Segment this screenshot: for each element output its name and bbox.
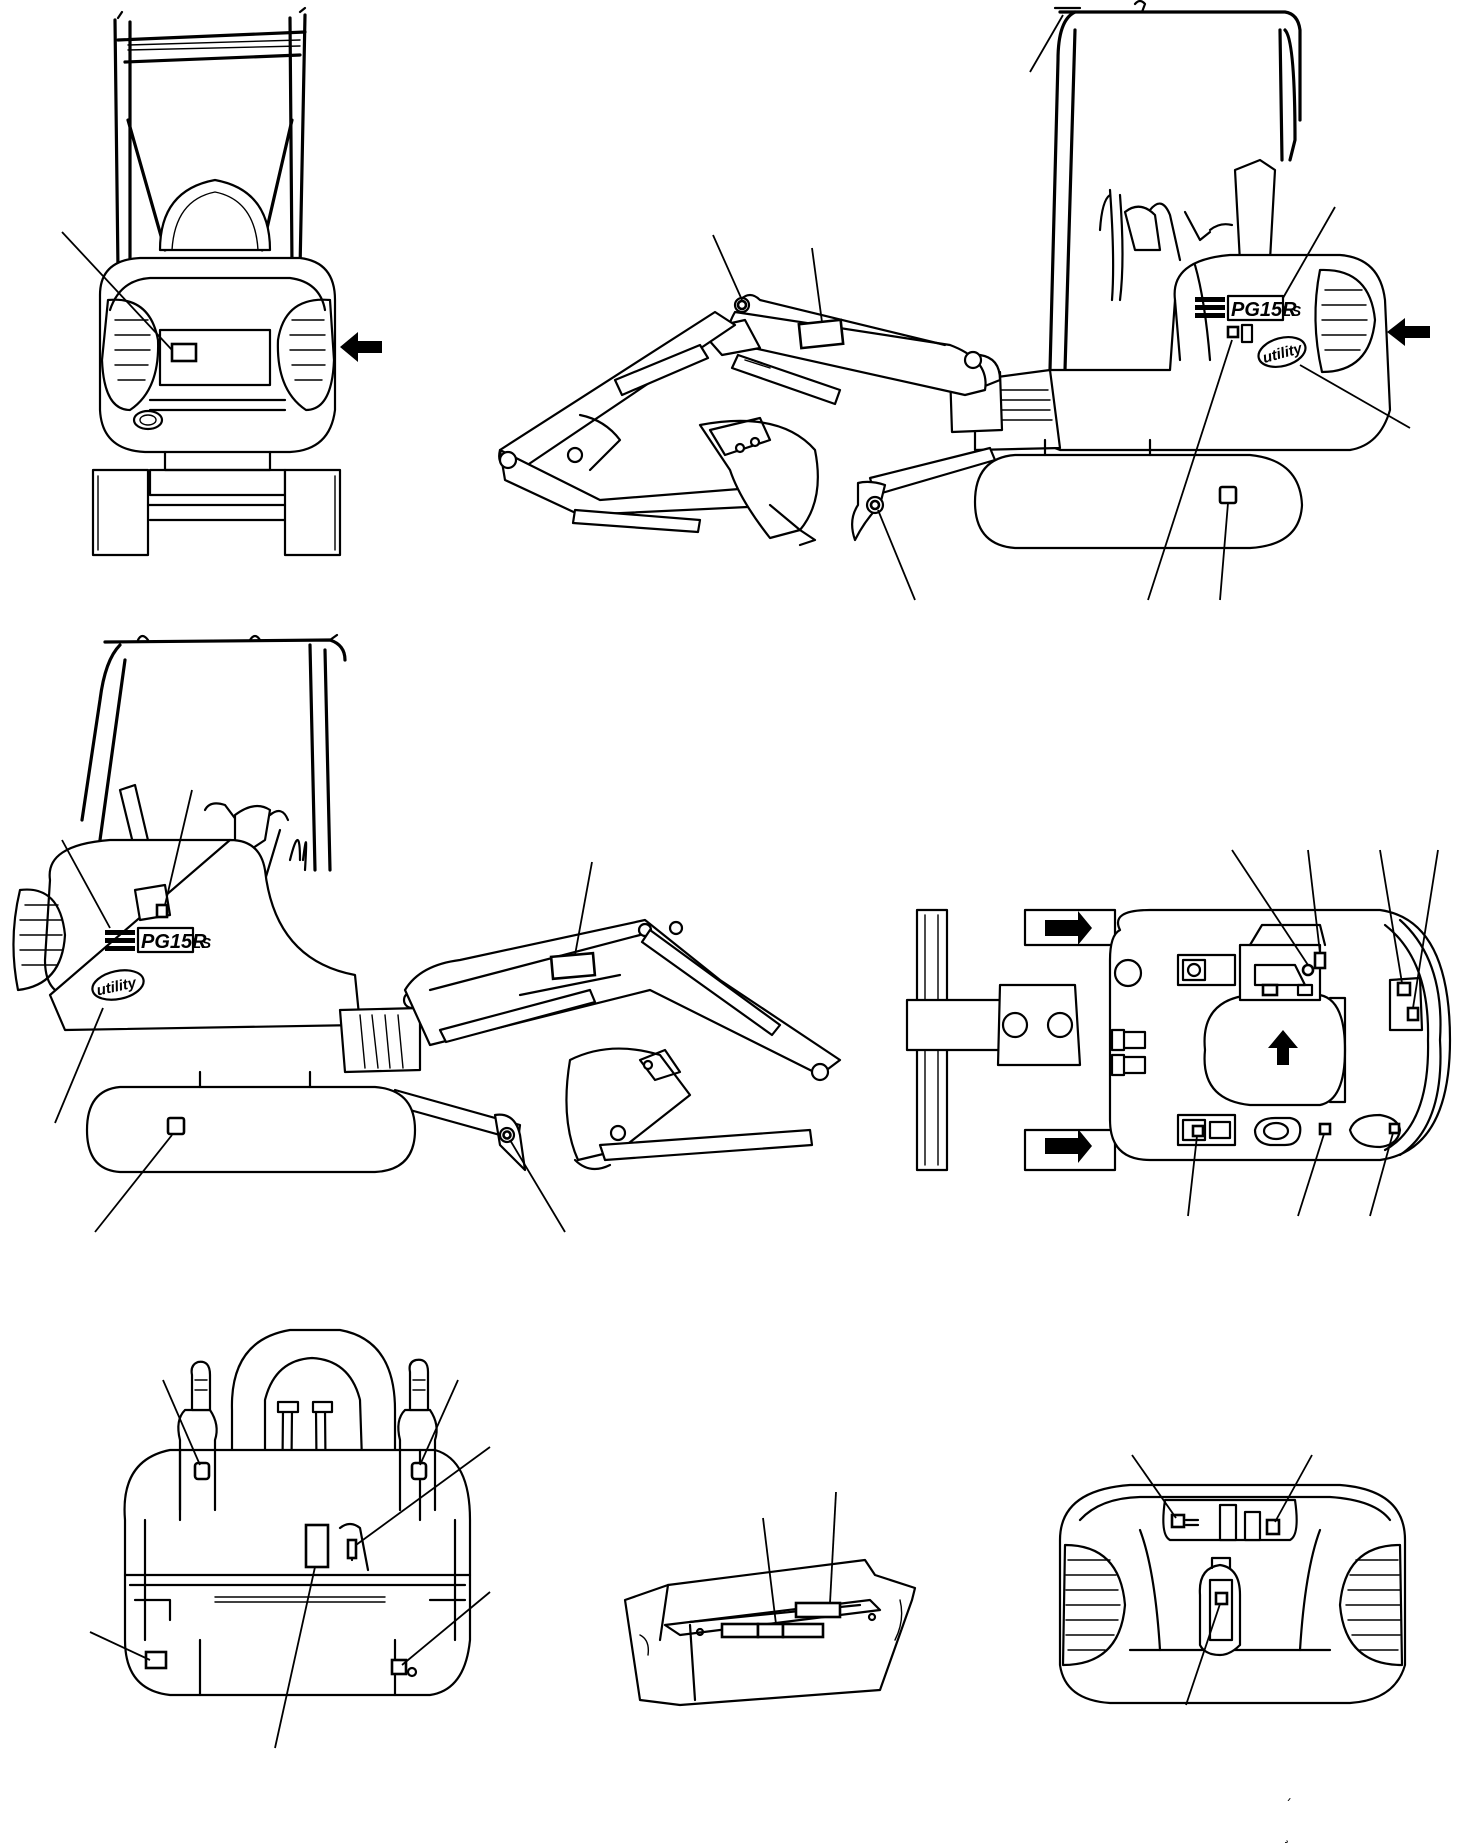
top-decal-b: [1313, 951, 1327, 970]
rear-decal-left: [1170, 1513, 1186, 1529]
front-grille-right: [276, 298, 336, 412]
left-brand-logo: utility: [91, 969, 145, 1001]
battery-decal-1: [720, 1622, 760, 1639]
battery-cover-detail: [623, 1491, 917, 1707]
right-brand-logo: utility: [1257, 336, 1307, 368]
rear-decal-center: [1214, 1591, 1229, 1606]
arrow-up-icon: [1268, 1030, 1298, 1065]
right-badge-text: PG15R: [1231, 299, 1297, 321]
arrow-left-icon: [1387, 318, 1430, 346]
left-grille: [12, 888, 67, 992]
right-side-view: PG15R LS utility: [498, 0, 1430, 601]
left-track-decal: [166, 1116, 186, 1136]
rear-grille-left: [1061, 1543, 1127, 1667]
battery-decal-2: [756, 1622, 785, 1639]
seat-decal-lower-left: [144, 1650, 168, 1670]
rear-grille-right: [1338, 1543, 1404, 1667]
rear-engine-view: [1058, 1454, 1407, 1706]
corner-mark-top: ´: [1285, 1798, 1292, 1814]
right-grille: [1314, 268, 1377, 374]
left-badge-suffix: LS: [192, 935, 211, 952]
left-badge-text: PG15R: [141, 931, 207, 953]
battery-decal-3: [781, 1622, 825, 1639]
front-view: [61, 6, 382, 557]
top-decal-f: [1318, 1122, 1332, 1136]
right-decal-small: [1226, 325, 1240, 339]
seat-decal-right: [410, 1461, 428, 1481]
arrow-right-icon: [1045, 1129, 1092, 1163]
right-joystick: [397, 1358, 438, 1512]
top-view: [905, 849, 1452, 1217]
front-decal-marker: [170, 342, 198, 363]
battery-decal-4: [794, 1601, 842, 1619]
boom-decal-right: [797, 318, 845, 350]
boom-decal-left: [549, 951, 597, 981]
seat-decal-left: [193, 1461, 211, 1481]
right-track-decal: [1218, 485, 1238, 505]
top-decal-g: [1388, 1122, 1401, 1135]
top-decal-e: [1191, 1124, 1205, 1138]
seat-decal-key: [346, 1538, 358, 1560]
operator-seat-view: [89, 1328, 491, 1749]
left-decal-small: [155, 903, 169, 919]
seat-decal-lower-right: [390, 1658, 408, 1676]
seat-decal-center: [304, 1523, 330, 1569]
left-model-badge: PG15R LS: [105, 926, 211, 954]
left-side-view: PG15R LS utility: [12, 633, 842, 1233]
front-grille-left: [100, 298, 160, 412]
right-model-badge: PG15R LS: [1195, 294, 1301, 322]
rear-decal-right: [1265, 1518, 1281, 1536]
top-decal-a: [1261, 983, 1279, 997]
top-decal-c: [1396, 981, 1412, 997]
arrow-left-icon: [340, 332, 382, 362]
top-decal-d: [1406, 1006, 1420, 1022]
corner-mark-bottom: ¸: [1283, 1828, 1290, 1844]
right-badge-suffix: LS: [1282, 303, 1301, 320]
arrow-right-icon: [1045, 911, 1092, 945]
left-joystick: [177, 1360, 218, 1512]
